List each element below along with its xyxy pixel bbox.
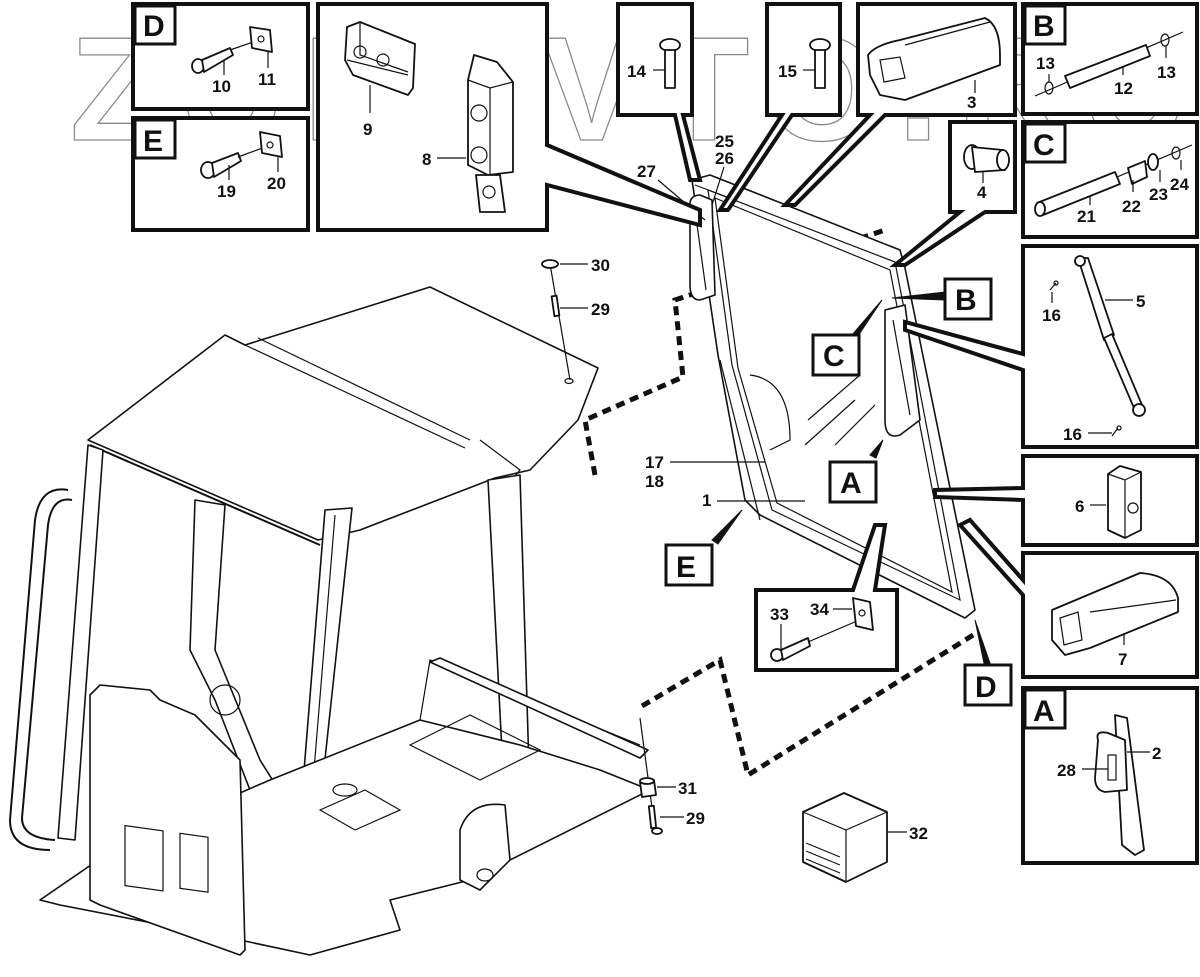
part-label-12: 12 [1114, 79, 1133, 98]
part-label-9: 9 [363, 120, 372, 139]
part-label-32: 32 [909, 824, 928, 843]
kit-box: 32 [802, 792, 928, 883]
svg-text:E: E [676, 551, 696, 584]
detail-letter-D: D [143, 10, 165, 43]
callout-D[interactable]: D [963, 663, 1013, 707]
glass-outline [582, 227, 980, 779]
part-label-8: 8 [422, 150, 431, 169]
part-label-16b: 16 [1063, 425, 1082, 444]
detail-view-bolt-14: 14 [616, 2, 703, 182]
part-label-22: 22 [1122, 197, 1141, 216]
frame-labels: 25 26 27 17 18 1 [637, 132, 805, 510]
roof-bolt-assembly: 30 29 [541, 256, 610, 385]
part-label-13a: 13 [1036, 54, 1055, 73]
detail-view-bushing-4: 4 [889, 120, 1017, 267]
callout-A[interactable]: A [828, 460, 878, 504]
detail-view-bolt-15: 15 [716, 2, 842, 212]
part-label-11: 11 [258, 70, 276, 89]
detail-view-E: E 19 20 [131, 116, 310, 232]
svg-text:A: A [840, 467, 862, 500]
part-label-29b: 29 [686, 809, 705, 828]
callout-E[interactable]: E [664, 543, 714, 587]
detail-view-gas-strut-5: 5 16 16 [903, 244, 1199, 449]
part-label-5: 5 [1136, 292, 1145, 311]
part-label-10: 10 [212, 77, 231, 96]
part-label-27: 27 [637, 162, 656, 181]
part-label-6: 6 [1075, 497, 1084, 516]
detail-view-block-6: 6 [933, 454, 1199, 547]
part-label-31: 31 [678, 779, 697, 798]
part-label-3: 3 [967, 93, 976, 112]
detail-view-seal-3: 3 [780, 2, 1017, 207]
part-label-16a: 16 [1042, 306, 1061, 325]
part-label-21: 21 [1077, 207, 1096, 226]
part-label-25: 25 [715, 132, 734, 151]
part-label-13b: 13 [1157, 63, 1176, 82]
part-label-17: 17 [645, 453, 664, 472]
part-label-34: 34 [810, 600, 829, 619]
window-frame [688, 174, 976, 619]
detail-view-C: C 21 22 23 24 [1021, 120, 1199, 239]
part-label-20: 20 [267, 174, 286, 193]
part-label-4: 4 [977, 183, 987, 202]
callout-B[interactable]: B [943, 277, 993, 321]
part-label-33: 33 [770, 605, 789, 624]
part-label-26: 26 [715, 149, 734, 168]
svg-text:D: D [975, 671, 997, 704]
svg-text:B: B [955, 284, 977, 317]
part-label-15: 15 [778, 62, 797, 81]
callout-C[interactable]: C [811, 333, 861, 377]
part-label-19: 19 [217, 182, 236, 201]
detail-view-seal-7: 7 [956, 517, 1199, 679]
detail-letter-C: C [1033, 129, 1055, 162]
part-label-28: 28 [1057, 761, 1076, 780]
part-label-18: 18 [645, 472, 664, 491]
detail-view-bolt-33-34: 33 34 [754, 523, 899, 672]
part-label-1: 1 [702, 491, 711, 510]
part-label-7: 7 [1118, 650, 1127, 669]
part-label-2: 2 [1152, 744, 1161, 763]
detail-view-A: A 2 28 [1021, 686, 1199, 865]
part-label-23: 23 [1149, 185, 1168, 204]
part-label-29: 29 [591, 300, 610, 319]
detail-letter-B: B [1033, 10, 1055, 43]
detail-view-hinge-blocks: 9 8 [316, 2, 702, 232]
detail-view-D: D 10 11 [131, 2, 310, 111]
cab-frame [8, 286, 651, 956]
detail-letter-A: A [1033, 695, 1055, 728]
detail-letter-E: E [143, 125, 163, 158]
detail-view-B: B 13 12 13 [1021, 2, 1199, 116]
part-label-24: 24 [1170, 175, 1189, 194]
svg-text:C: C [823, 340, 845, 373]
lower-bolt-assembly: 31 29 [639, 717, 705, 835]
part-label-14: 14 [627, 62, 646, 81]
part-label-30: 30 [591, 256, 610, 275]
